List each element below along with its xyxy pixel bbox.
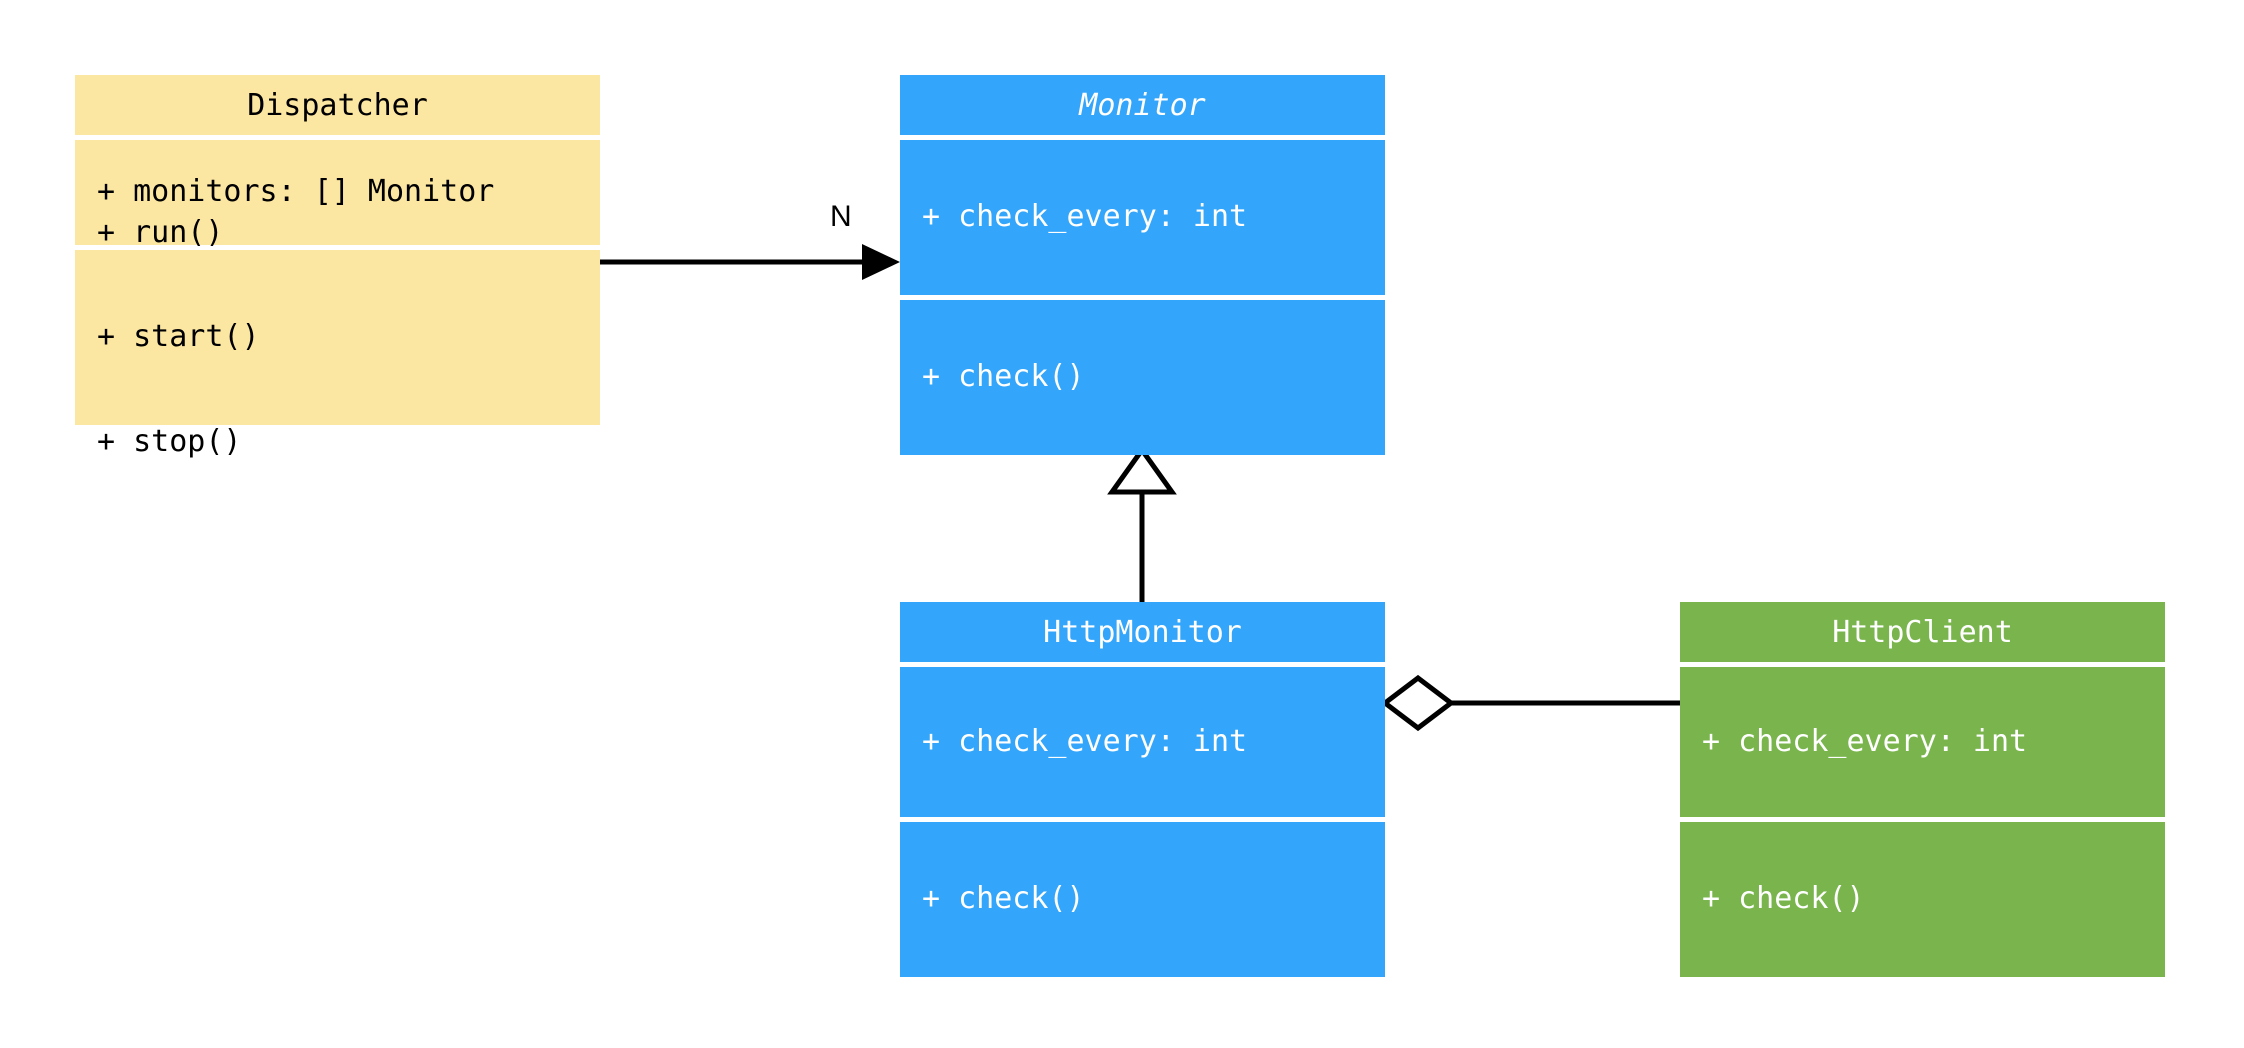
hollow-diamond-arrowhead bbox=[1380, 674, 1456, 732]
edge-httpmonitor-to-httpclient bbox=[1380, 674, 1680, 732]
method-item: + start() bbox=[97, 319, 260, 355]
attribute-list: + check_every: int bbox=[900, 121, 1385, 315]
attribute-item: + check_every: int bbox=[1702, 723, 2028, 759]
method-item: + stop() bbox=[97, 423, 242, 459]
class-methods-compartment: + check() bbox=[900, 822, 1385, 977]
class-name-httpclient: HttpClient bbox=[1832, 614, 2013, 650]
class-box-monitor[interactable]: Monitor + check_every: int + check() bbox=[900, 75, 1385, 455]
method-list: + check() bbox=[900, 803, 1385, 997]
class-title-compartment: HttpClient bbox=[1680, 602, 2165, 662]
method-list: + check() bbox=[900, 281, 1385, 475]
method-item: + check() bbox=[922, 881, 1085, 917]
class-attributes-compartment: + check_every: int bbox=[1680, 667, 2165, 817]
class-name-httpmonitor: HttpMonitor bbox=[1043, 614, 1242, 650]
class-box-dispatcher[interactable]: Dispatcher + monitors: [] Monitor + run(… bbox=[75, 75, 600, 458]
edge-dispatcher-to-monitor bbox=[600, 244, 900, 280]
method-item: + check() bbox=[922, 359, 1085, 395]
method-list: + run() + start() + stop() bbox=[75, 136, 600, 539]
attribute-list: + monitors: [] Monitor bbox=[75, 96, 600, 290]
method-item: + run() bbox=[97, 214, 224, 250]
class-name-monitor: Monitor bbox=[1079, 87, 1206, 123]
class-methods-compartment: + check() bbox=[900, 300, 1385, 455]
method-list: + check() bbox=[1680, 803, 2165, 997]
class-name-dispatcher: Dispatcher bbox=[247, 87, 428, 123]
attribute-item: + monitors: [] Monitor bbox=[97, 174, 495, 210]
method-item: + check() bbox=[1702, 881, 1865, 917]
attribute-list: + check_every: int bbox=[900, 645, 1385, 839]
class-title-compartment: HttpMonitor bbox=[900, 602, 1385, 662]
class-box-httpmonitor[interactable]: HttpMonitor + check_every: int + check() bbox=[900, 602, 1385, 977]
class-methods-compartment: + check() bbox=[1680, 822, 2165, 977]
class-attributes-compartment: + check_every: int bbox=[900, 667, 1385, 817]
attribute-item: + check_every: int bbox=[922, 199, 1248, 235]
class-box-httpclient[interactable]: HttpClient + check_every: int + check() bbox=[1680, 602, 2165, 977]
attribute-item: + check_every: int bbox=[922, 723, 1248, 759]
class-title-compartment: Monitor bbox=[900, 75, 1385, 135]
class-methods-compartment: + run() + start() + stop() bbox=[75, 215, 600, 458]
filled-arrowhead bbox=[862, 244, 900, 280]
attribute-list: + check_every: int bbox=[1680, 645, 2165, 839]
class-title-compartment: Dispatcher bbox=[75, 75, 600, 135]
class-attributes-compartment: + check_every: int bbox=[900, 140, 1385, 295]
class-attributes-compartment: + monitors: [] Monitor bbox=[75, 140, 600, 245]
association-multiplicity-label: N bbox=[830, 200, 852, 233]
